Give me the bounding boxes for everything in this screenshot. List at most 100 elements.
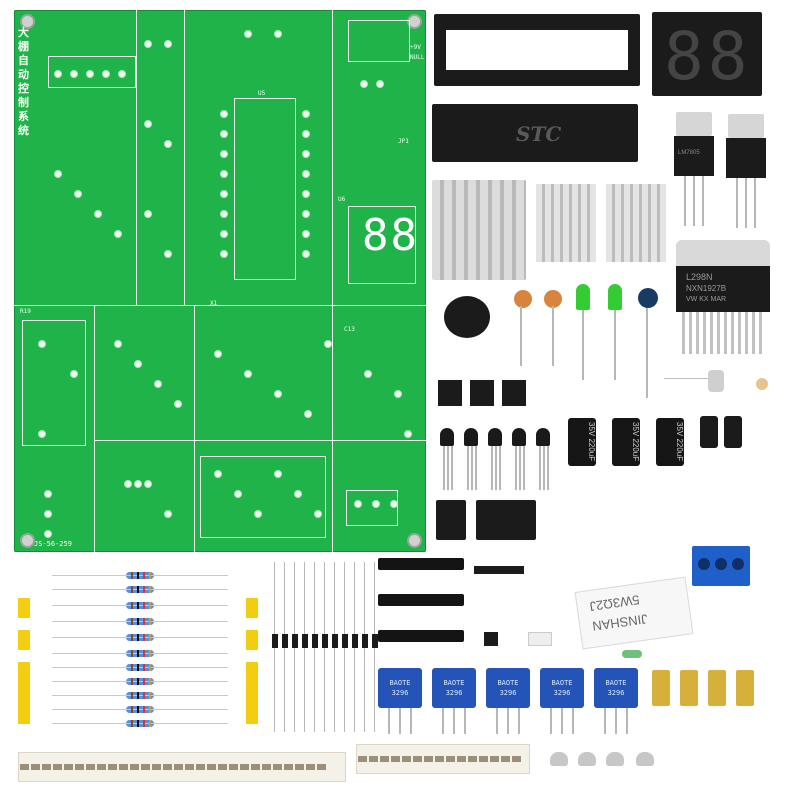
color-band xyxy=(149,650,151,657)
solder-pad xyxy=(124,480,132,488)
resistor xyxy=(52,664,228,671)
tactile-switch xyxy=(438,380,462,406)
pcb-title-char: 制 xyxy=(18,96,29,109)
smd-cell xyxy=(317,764,326,770)
color-band xyxy=(143,634,145,641)
color-band xyxy=(137,572,139,579)
solder-pad xyxy=(220,130,228,138)
trimpot-model: 3296 xyxy=(499,689,517,697)
pcb-title-char: 自 xyxy=(18,54,29,67)
resistor xyxy=(52,618,228,625)
solder-pad xyxy=(404,430,412,438)
trimpot-brand: BAOTE xyxy=(605,679,627,687)
regulator-footprint xyxy=(348,20,410,62)
color-band xyxy=(131,720,133,727)
lead xyxy=(496,708,498,734)
smd-cell xyxy=(86,764,95,770)
lead xyxy=(447,446,449,490)
trimpot-model: 3296 xyxy=(553,689,571,697)
solder-pad xyxy=(102,70,110,78)
socket-opening xyxy=(446,30,628,70)
solder-pad xyxy=(144,210,152,218)
solder-pad xyxy=(70,370,78,378)
color-band xyxy=(149,602,151,609)
solder-pad xyxy=(302,210,310,218)
tape-holder xyxy=(246,630,258,650)
transistor xyxy=(536,428,550,446)
solder-pad xyxy=(74,190,82,198)
smd-cell xyxy=(141,764,150,770)
dip8-ic-pair xyxy=(476,500,536,540)
tactile-switch xyxy=(502,380,526,406)
smd-cell xyxy=(380,756,389,762)
smd-cell xyxy=(391,756,400,762)
smd-cell xyxy=(163,764,172,770)
silk-divider xyxy=(94,440,426,442)
color-band xyxy=(149,720,151,727)
solder-pad xyxy=(164,510,172,518)
transistor xyxy=(464,428,478,446)
solder-pad xyxy=(94,210,102,218)
color-band xyxy=(137,650,139,657)
lead xyxy=(626,708,628,734)
diode xyxy=(372,634,378,648)
color-band xyxy=(137,664,139,671)
resistor-network xyxy=(378,558,464,570)
resistor xyxy=(52,602,228,609)
color-band xyxy=(131,678,133,685)
crystal-lead xyxy=(664,378,708,379)
smd-cell xyxy=(490,756,499,762)
color-band xyxy=(137,692,139,699)
solder-pad xyxy=(70,70,78,78)
lead xyxy=(443,446,445,490)
jumper-cap xyxy=(484,632,498,646)
lead xyxy=(399,708,401,734)
lead xyxy=(745,178,747,228)
smd-cell xyxy=(152,764,161,770)
power-resistor-brand: JINSHAN xyxy=(591,611,649,634)
tape-holder xyxy=(246,598,258,618)
resistor xyxy=(52,706,228,713)
lead xyxy=(515,446,517,490)
regulator-marking: LM7805 xyxy=(678,150,700,156)
color-band xyxy=(131,706,133,713)
heatsink-large xyxy=(432,180,526,280)
label-x1: X1 xyxy=(210,300,218,307)
solder-pad xyxy=(302,130,310,138)
smd-cell xyxy=(358,756,367,762)
lead xyxy=(614,310,616,380)
solder-pad xyxy=(302,190,310,198)
color-band xyxy=(143,678,145,685)
display-digits: 88 xyxy=(664,18,752,95)
lead xyxy=(507,708,509,734)
regulator-body xyxy=(726,138,766,178)
color-band xyxy=(143,692,145,699)
solder-pad xyxy=(220,190,228,198)
resistor-network xyxy=(378,594,464,606)
lead xyxy=(615,708,617,734)
color-band xyxy=(131,664,133,671)
solder-pad xyxy=(302,250,310,258)
display-silk-digits: 88 xyxy=(362,210,419,261)
smd-cell xyxy=(174,764,183,770)
resistor-grid-footprint xyxy=(200,456,326,538)
diode xyxy=(362,634,368,648)
color-band xyxy=(149,664,151,671)
smd-cell xyxy=(53,764,62,770)
screw xyxy=(578,752,596,766)
solder-pad xyxy=(304,410,312,418)
color-band xyxy=(143,650,145,657)
tape-holder xyxy=(246,662,258,724)
solder-pad xyxy=(114,340,122,348)
color-band xyxy=(143,602,145,609)
smd-cell xyxy=(479,756,488,762)
color-band xyxy=(149,706,151,713)
pcb-title-char: 系 xyxy=(18,110,29,123)
dip8-ic xyxy=(436,500,466,540)
smd-cell xyxy=(457,756,466,762)
lead xyxy=(572,708,574,734)
regulator-tab xyxy=(676,112,712,136)
driver-tab xyxy=(676,240,770,266)
display-footprint xyxy=(348,206,416,284)
trimpot-brand: BAOTE xyxy=(551,679,573,687)
